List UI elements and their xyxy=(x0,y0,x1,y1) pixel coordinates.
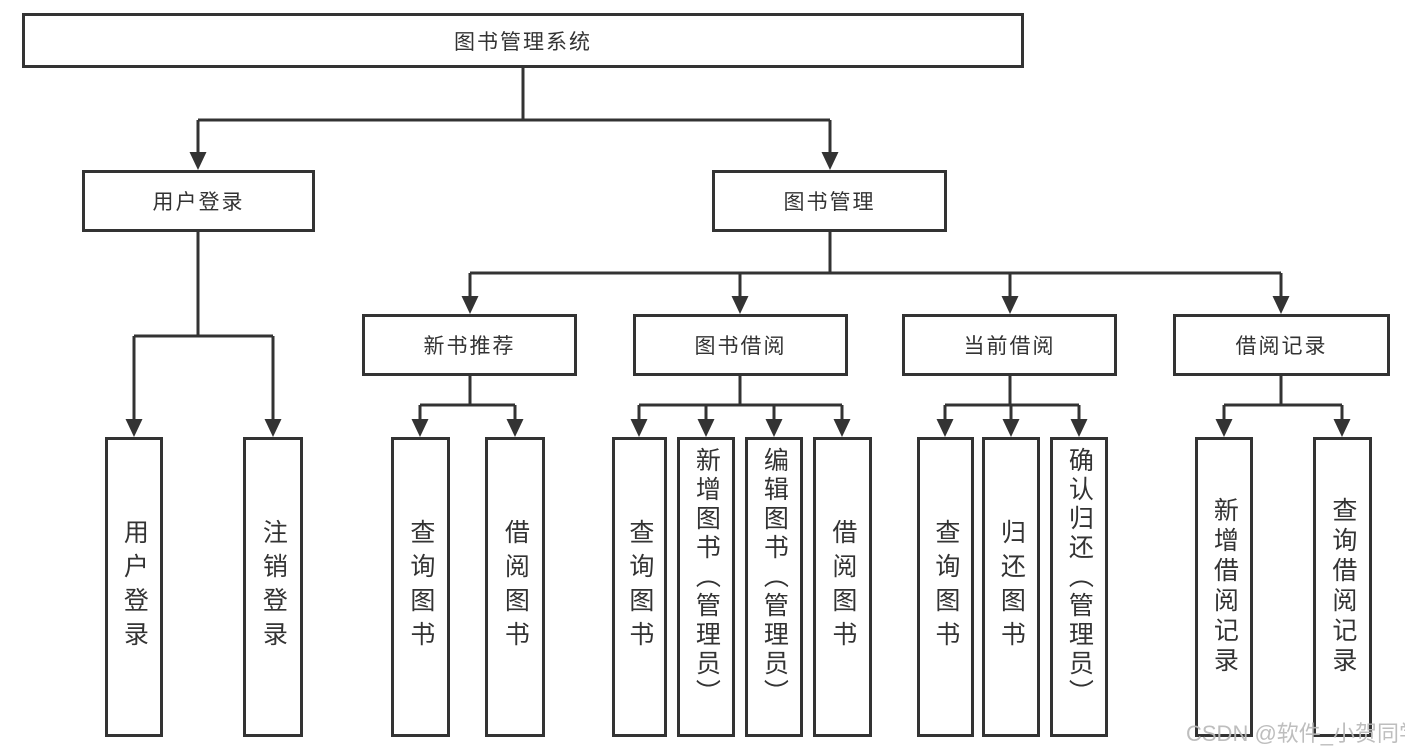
node-leaf-br-query-record-label: 查询借阅记录 xyxy=(1328,497,1357,677)
node-current-borrow: 当前借阅 xyxy=(902,314,1117,376)
node-leaf-rec-query-book: 查询图书 xyxy=(391,437,450,737)
node-leaf-user-login: 用户登录 xyxy=(105,437,163,737)
node-leaf-bb-query-book-label: 查询图书 xyxy=(625,519,654,655)
node-book-mgmt-label: 图书管理 xyxy=(783,191,876,214)
node-leaf-br-add-record: 新增借阅记录 xyxy=(1195,437,1253,737)
watermark: CSDN @软件_小贺同学 xyxy=(1186,721,1405,746)
node-leaf-bb-borrow-book: 借阅图书 xyxy=(813,437,872,737)
node-leaf-cb-query-book: 查询图书 xyxy=(917,437,974,737)
arrowhead-icon xyxy=(1070,419,1088,437)
node-root-label: 图书管理系统 xyxy=(454,30,592,54)
arrowhead-icon xyxy=(189,152,207,170)
arrowhead-icon xyxy=(1272,296,1290,314)
arrowhead-icon xyxy=(411,419,429,437)
node-leaf-bb-add-book: 新增图书（管理员） xyxy=(677,437,735,737)
node-leaf-cb-return-book: 归还图书 xyxy=(982,437,1040,737)
node-leaf-cb-confirm-return: 确认归还（管理员） xyxy=(1050,437,1108,737)
arrowhead-icon xyxy=(821,152,839,170)
node-user-login: 用户登录 xyxy=(82,170,315,232)
node-leaf-rec-query-book-label: 查询图书 xyxy=(406,519,435,655)
node-leaf-br-add-record-label: 新增借阅记录 xyxy=(1210,497,1239,677)
node-leaf-cb-confirm-return-label: 确认归还（管理员） xyxy=(1065,447,1094,708)
node-leaf-rec-borrow-book: 借阅图书 xyxy=(485,437,545,737)
node-leaf-cb-query-book-label: 查询图书 xyxy=(931,519,960,655)
arrowhead-icon xyxy=(731,296,749,314)
node-new-book-rec-label: 新书推荐 xyxy=(423,335,516,358)
node-leaf-bb-query-book: 查询图书 xyxy=(612,437,667,737)
node-new-book-rec: 新书推荐 xyxy=(362,314,577,376)
node-borrow-records: 借阅记录 xyxy=(1173,314,1390,376)
arrowhead-icon xyxy=(1002,419,1020,437)
arrowhead-icon xyxy=(461,296,479,314)
arrowhead-icon xyxy=(125,419,143,437)
arrowhead-icon xyxy=(765,419,783,437)
arrowhead-icon xyxy=(1001,296,1019,314)
node-book-mgmt: 图书管理 xyxy=(712,170,947,232)
node-borrow-records-label: 借阅记录 xyxy=(1235,335,1328,358)
node-book-borrow: 图书借阅 xyxy=(633,314,848,376)
node-leaf-bb-add-book-label: 新增图书（管理员） xyxy=(692,447,721,708)
node-leaf-logout-label: 注销登录 xyxy=(259,519,288,655)
node-leaf-bb-borrow-book-label: 借阅图书 xyxy=(828,519,857,655)
node-leaf-rec-borrow-book-label: 借阅图书 xyxy=(501,519,530,655)
arrowhead-icon xyxy=(697,419,715,437)
node-leaf-bb-edit-book: 编辑图书（管理员） xyxy=(745,437,803,737)
arrowhead-icon xyxy=(264,419,282,437)
arrowhead-icon xyxy=(506,419,524,437)
arrowhead-icon xyxy=(630,419,648,437)
arrowhead-icon xyxy=(1215,419,1233,437)
node-current-borrow-label: 当前借阅 xyxy=(963,335,1056,358)
node-root: 图书管理系统 xyxy=(22,13,1024,68)
node-leaf-logout: 注销登录 xyxy=(243,437,303,737)
arrowhead-icon xyxy=(833,419,851,437)
node-leaf-bb-edit-book-label: 编辑图书（管理员） xyxy=(760,447,789,708)
node-leaf-br-query-record: 查询借阅记录 xyxy=(1313,437,1372,737)
node-user-login-label: 用户登录 xyxy=(152,191,245,214)
node-book-borrow-label: 图书借阅 xyxy=(694,335,787,358)
arrowhead-icon xyxy=(936,419,954,437)
node-leaf-user-login-label: 用户登录 xyxy=(120,519,149,655)
node-leaf-cb-return-book-label: 归还图书 xyxy=(997,519,1026,655)
arrowhead-icon xyxy=(1333,419,1351,437)
